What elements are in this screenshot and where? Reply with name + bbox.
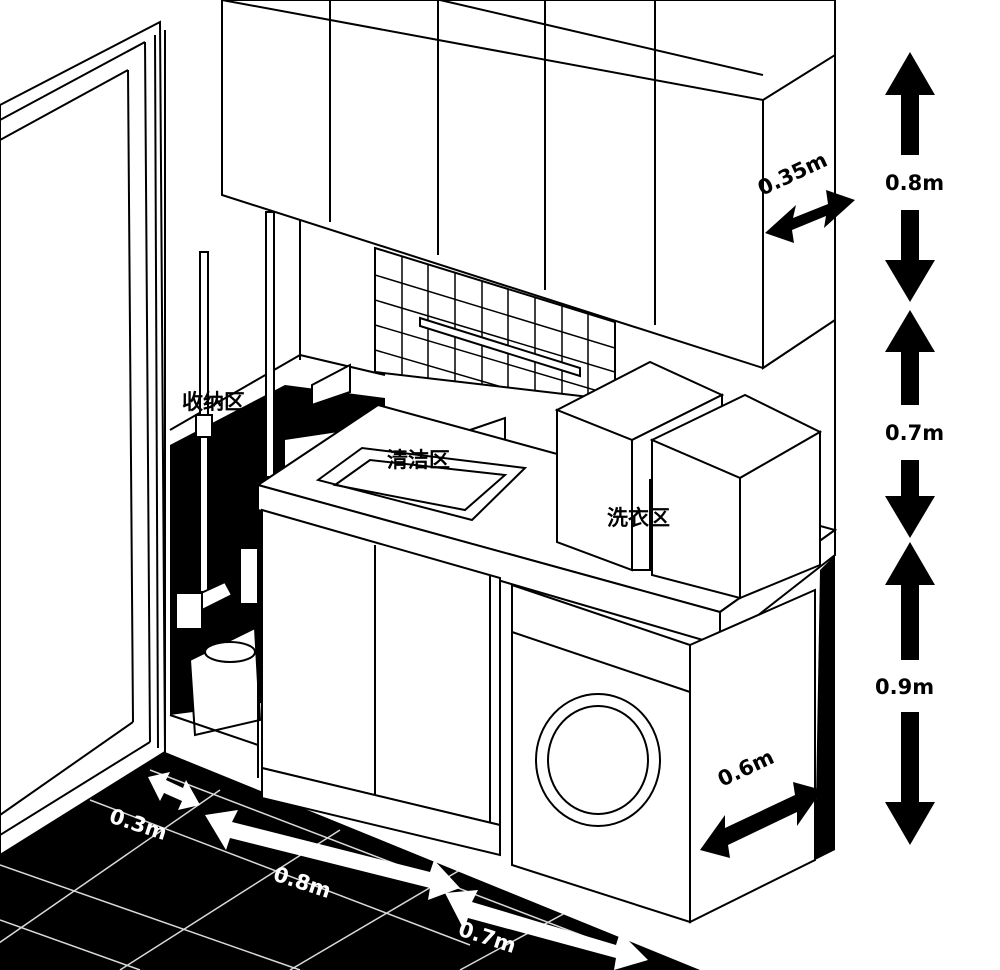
upper-cabinets [221, 0, 836, 370]
arrow-down-icon [885, 210, 935, 302]
middle-height-label: 0.7m [885, 421, 944, 445]
backsplash-tiles [374, 246, 616, 402]
dimension-arrows [700, 52, 935, 858]
double-arrow-icon [765, 190, 855, 243]
floor-dimension-arrows [148, 772, 648, 970]
laundry-zone-label: 洗衣区 [607, 506, 670, 530]
arrow-down-icon [885, 712, 935, 845]
arrow-down-icon [885, 460, 935, 538]
bucket [188, 626, 262, 737]
double-arrow-icon [148, 772, 200, 810]
laundry-baskets [554, 360, 823, 600]
washing-machine [511, 583, 816, 924]
arrow-up-icon [885, 310, 935, 405]
double-arrow-icon [205, 810, 460, 900]
double-arrow-icon [700, 782, 822, 858]
arrow-up-icon [885, 52, 935, 155]
mops [173, 211, 275, 630]
storage-zone-label: 收纳区 [182, 390, 245, 414]
arrow-up-icon [885, 542, 935, 660]
double-arrow-icon [445, 890, 648, 970]
lower-height-label: 0.9m [875, 675, 934, 699]
cleaning-zone-label: 清洁区 [387, 448, 450, 472]
upper-height-label: 0.8m [885, 171, 944, 195]
balcony-door [0, 20, 167, 857]
